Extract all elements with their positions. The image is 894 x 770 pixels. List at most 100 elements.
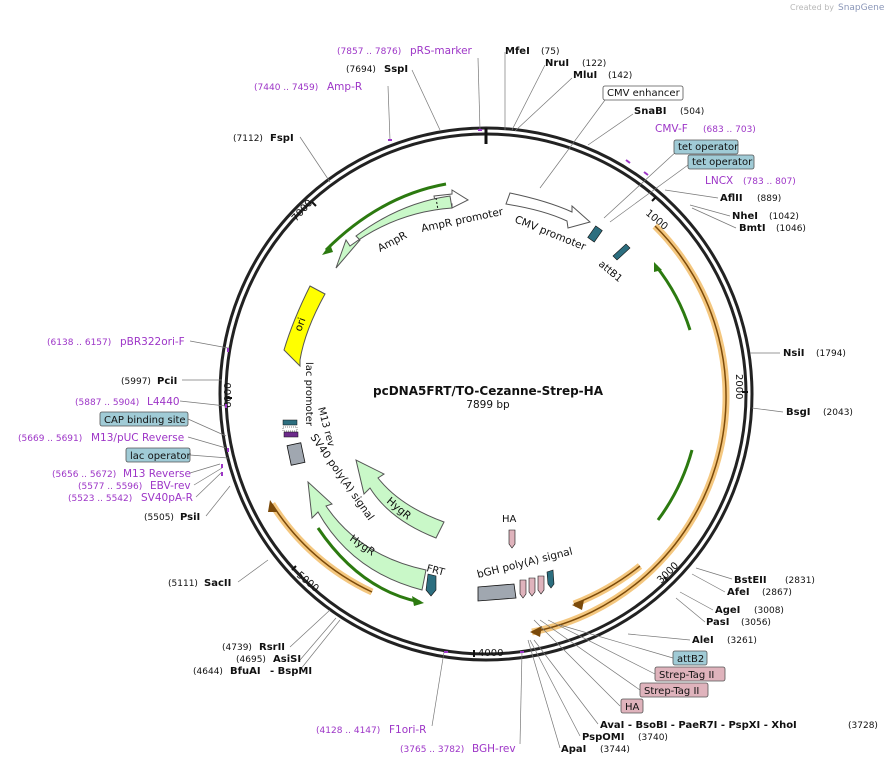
leader-nrui [511, 64, 546, 131]
site-pcii[interactable]: PciI [157, 376, 177, 387]
cezanne-orf [531, 225, 727, 633]
box-strep-2[interactable] [639, 682, 709, 698]
box-strep-1[interactable] [654, 666, 726, 682]
sv40-block[interactable] [286, 442, 306, 466]
site-mfei[interactable]: MfeI [505, 46, 530, 57]
plasmid-length: 7899 bp [466, 399, 510, 411]
primer-sv40-name[interactable]: SV40pA-R [141, 492, 193, 504]
leader-bfuai [299, 619, 341, 671]
site-rsrii-pos: (4739) [222, 643, 252, 653]
primer-m13puc-name[interactable]: M13/pUC Reverse [91, 432, 184, 444]
ampr-orf-head [322, 244, 333, 255]
primer-prs-name[interactable]: pRS-marker [410, 45, 473, 57]
site-sspi[interactable]: SspI [384, 64, 408, 75]
site-agei[interactable]: AgeI [715, 605, 740, 616]
box-cmv-enhancer[interactable] [602, 85, 684, 101]
site-bsgi[interactable]: BsgI [786, 407, 810, 418]
primer-ebv-name[interactable]: EBV-rev [150, 480, 191, 492]
site-xhoi: XhoI [771, 720, 796, 731]
site-nhei[interactable]: NheI [732, 211, 758, 222]
site-alei[interactable]: AleI [692, 635, 714, 646]
leader-alei [627, 633, 691, 641]
site-pspomi[interactable]: PspOMI [582, 732, 624, 743]
bgh-block[interactable] [477, 583, 517, 602]
leader-strep1 [547, 619, 656, 675]
site-aflii-pos: (889) [757, 194, 781, 204]
primer-pbr-name[interactable]: pBR322ori-F [120, 336, 185, 348]
site-bmti[interactable]: BmtI [739, 223, 766, 234]
leader-sv40pa [195, 471, 223, 498]
primer-f1ori-name[interactable]: F1ori-R [389, 724, 426, 736]
site-bfuai-pos: (4644) [193, 667, 223, 677]
strep-block-1[interactable] [519, 579, 527, 599]
box-tet-op-2[interactable] [687, 154, 755, 170]
leader-bmti [691, 207, 737, 229]
attb1-block[interactable] [587, 225, 603, 243]
strep-block-2[interactable] [528, 577, 536, 597]
box-cap-site[interactable] [99, 411, 189, 427]
primer-cmvf-name[interactable]: CMV-F [655, 123, 688, 135]
leader-mlui [514, 77, 573, 132]
green-orf-1-head [654, 262, 662, 272]
m13-rev-block[interactable] [283, 431, 299, 438]
site-bspmi[interactable]: - BspMI [270, 666, 312, 677]
site-afei[interactable]: AfeI [727, 587, 750, 598]
leader-fspi [299, 136, 331, 183]
box-tet-op-1[interactable] [673, 139, 739, 155]
primer-l4440-name[interactable]: L4440 [147, 396, 180, 408]
box-ha-label: HA [625, 702, 640, 713]
cezanne-orf-head [530, 626, 542, 637]
primer-ampr-range: (7440 .. 7459) [254, 83, 318, 93]
hygr-inner-arrow[interactable] [355, 459, 445, 539]
primer-bgh-name[interactable]: BGH-rev [472, 743, 516, 755]
site-row-multi[interactable]: AvaI - BsoBI - PaeR7I - PspXI - XhoI [600, 720, 797, 731]
site-pasi[interactable]: PasI [706, 617, 729, 628]
attb2-block[interactable] [546, 569, 555, 589]
box-strep-2-label: Strep-Tag II [644, 686, 699, 697]
cmv-promoter-arrow[interactable] [505, 192, 592, 229]
leader-pbr322 [189, 340, 229, 349]
site-fspi[interactable]: FspI [270, 133, 294, 144]
hygr-outer-arrow[interactable] [307, 480, 427, 591]
site-fspi-pos: (7112) [233, 134, 263, 144]
site-bsteii[interactable]: BstEII [734, 575, 767, 586]
site-aflii[interactable]: AflII [720, 193, 743, 204]
orf-left [271, 503, 373, 593]
lac-promoter-block[interactable] [282, 426, 298, 432]
ha-feature-block[interactable] [508, 529, 516, 549]
box-ha[interactable] [620, 698, 644, 714]
site-rsrii[interactable]: RsrII [259, 642, 285, 653]
frt-block[interactable] [425, 573, 437, 597]
leader-asisi [299, 617, 337, 661]
ampr-arrow[interactable] [335, 195, 453, 269]
plasmid-name: pcDNA5FRT/TO-Cezanne-Strep-HA [373, 384, 604, 398]
leader-avai [533, 639, 599, 725]
leader-snabi [587, 113, 634, 146]
primer-lncx-name[interactable]: LNCX [705, 175, 733, 187]
site-sacii[interactable]: SacII [204, 578, 231, 589]
box-lac-operator[interactable] [125, 447, 191, 463]
site-pspomi-pos: (3740) [638, 733, 668, 743]
site-snabi[interactable]: SnaBI [634, 106, 666, 117]
site-apai[interactable]: ApaI [561, 744, 586, 755]
primer-pbr-range: (6138 .. 6157) [47, 338, 111, 348]
site-mfei-pos: (75) [541, 47, 559, 57]
primer-prs-range: (7857 .. 7876) [337, 47, 401, 57]
site-nsii[interactable]: NsiI [783, 348, 804, 359]
primer-m13rev-range: (5656 .. 5672) [52, 470, 116, 480]
site-bspmi-name: BspMI [278, 666, 312, 677]
primer-m13rev-name[interactable]: M13 Reverse [123, 468, 191, 480]
leader-lacop [189, 454, 229, 459]
lac-operator-block[interactable] [282, 419, 298, 426]
ha-block[interactable] [537, 575, 545, 595]
ori-arrow[interactable] [283, 285, 326, 368]
site-mlui[interactable]: MluI [573, 70, 597, 81]
box-attb2[interactable] [672, 650, 708, 666]
box-tet-op-1-label: tet operator [678, 142, 739, 153]
site-asisi[interactable]: AsiSI [273, 654, 301, 665]
site-psii[interactable]: PsiI [180, 512, 200, 523]
attb1-arrow[interactable] [612, 243, 631, 261]
site-bfuai[interactable]: BfuAI [230, 666, 261, 677]
primer-ampr-name[interactable]: Amp-R [327, 81, 362, 93]
site-nrui[interactable]: NruI [545, 58, 569, 69]
